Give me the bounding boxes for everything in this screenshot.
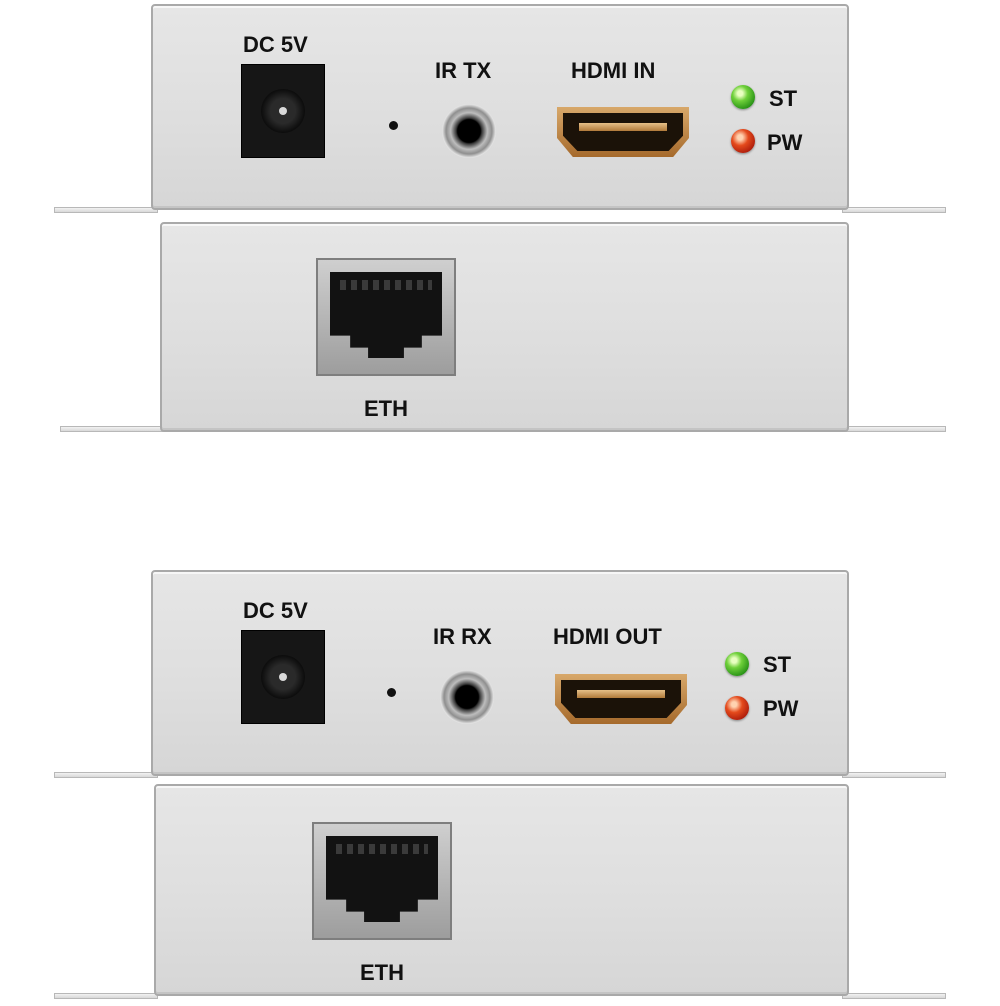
mounting-flange-right bbox=[842, 993, 946, 999]
hdmi-port-opening bbox=[561, 680, 681, 718]
receiver-back-panel: ETH bbox=[154, 784, 849, 996]
mounting-flange-left bbox=[54, 993, 158, 999]
ir-port-label: IR RX bbox=[433, 624, 492, 649]
dc-power-label: DC 5V bbox=[243, 598, 308, 623]
ir-sensor-dot bbox=[389, 121, 398, 130]
ethernet-port-opening bbox=[326, 836, 438, 922]
ir-rx-jack[interactable] bbox=[440, 670, 494, 724]
mounting-flange-right bbox=[842, 426, 946, 432]
hdmi-port-contacts bbox=[577, 690, 665, 698]
mounting-flange-left bbox=[60, 426, 164, 432]
ethernet-port-opening bbox=[330, 272, 442, 358]
power-led-label: PW bbox=[767, 130, 803, 155]
dc-power-label: DC 5V bbox=[243, 32, 308, 57]
ir-tx-jack[interactable] bbox=[442, 104, 496, 158]
hdmi-in-port[interactable] bbox=[557, 107, 689, 157]
status-led bbox=[725, 652, 749, 676]
status-led-label: ST bbox=[763, 652, 792, 677]
ethernet-port[interactable] bbox=[312, 822, 452, 940]
receiver-front-panel: DC 5V IR RX HDMI OUT ST PW bbox=[151, 570, 849, 776]
power-led bbox=[731, 129, 755, 153]
hdmi-port-contacts bbox=[579, 123, 667, 131]
power-led bbox=[725, 696, 749, 720]
ethernet-port-label: ETH bbox=[360, 960, 404, 985]
transmitter-unit: DC 5V IR TX HDMI IN ST PW ETH bbox=[0, 0, 1000, 440]
transmitter-back-panel: ETH bbox=[160, 222, 849, 432]
hdmi-out-port[interactable] bbox=[555, 674, 687, 724]
dc-power-jack[interactable] bbox=[241, 64, 325, 158]
ir-port-label: IR TX bbox=[435, 58, 492, 83]
hdmi-port-label: HDMI IN bbox=[571, 58, 656, 83]
mounting-flange-right bbox=[842, 207, 946, 213]
power-led-label: PW bbox=[763, 696, 799, 721]
hdmi-port-label: HDMI OUT bbox=[553, 624, 662, 649]
transmitter-front-panel: DC 5V IR TX HDMI IN ST PW bbox=[151, 4, 849, 210]
dc-power-jack[interactable] bbox=[241, 630, 325, 724]
dc-jack-pin bbox=[279, 673, 287, 681]
mounting-flange-left bbox=[54, 772, 158, 778]
dc-jack-pin bbox=[279, 107, 287, 115]
ethernet-port[interactable] bbox=[316, 258, 456, 376]
ir-sensor-dot bbox=[387, 688, 396, 697]
status-led-label: ST bbox=[769, 86, 798, 111]
mounting-flange-left bbox=[54, 207, 158, 213]
status-led bbox=[731, 85, 755, 109]
mounting-flange-right bbox=[842, 772, 946, 778]
ethernet-port-label: ETH bbox=[364, 396, 408, 421]
hdmi-port-opening bbox=[563, 113, 683, 151]
receiver-unit: DC 5V IR RX HDMI OUT ST PW ETH bbox=[0, 566, 1000, 1006]
